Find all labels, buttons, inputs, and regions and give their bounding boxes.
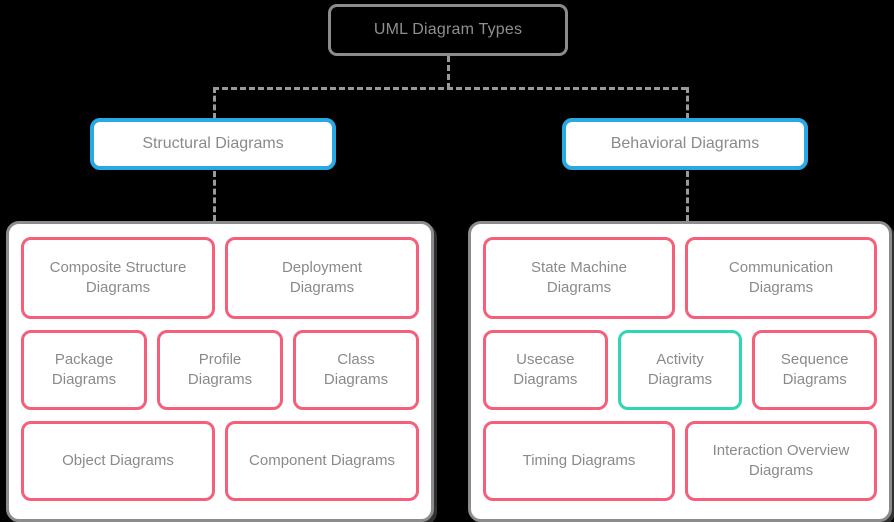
leaf-label: Timing Diagrams [522, 452, 636, 470]
node-uml-diagram-types[interactable]: UML Diagram Types [328, 4, 568, 56]
leaf-label: Component Diagrams [249, 452, 395, 470]
node-label-behavioral: Behavioral Diagrams [610, 135, 760, 152]
connector-root-stem [447, 56, 450, 89]
leaf-timing-diagrams[interactable]: Timing Diagrams [483, 421, 675, 501]
connector-to-structural [213, 87, 216, 119]
leaf-component-diagrams[interactable]: Component Diagrams [225, 421, 419, 501]
leaf-label: Object Diagrams [62, 452, 174, 470]
node-label-structural: Structural Diagrams [142, 135, 284, 152]
node-structural-diagrams[interactable]: Structural Diagrams [90, 118, 336, 170]
node-behavioral-diagrams[interactable]: Behavioral Diagrams [562, 118, 808, 170]
connector-behavioral-to-group [686, 171, 689, 221]
node-label-root: UML Diagram Types [373, 21, 523, 38]
structural-row-3: Object Diagrams Component Diagrams [21, 421, 419, 501]
leaf-object-diagrams[interactable]: Object Diagrams [21, 421, 215, 501]
connector-to-behavioral [686, 87, 689, 119]
connector-structural-to-group [213, 171, 216, 221]
connector-horizontal-bus [213, 87, 687, 90]
